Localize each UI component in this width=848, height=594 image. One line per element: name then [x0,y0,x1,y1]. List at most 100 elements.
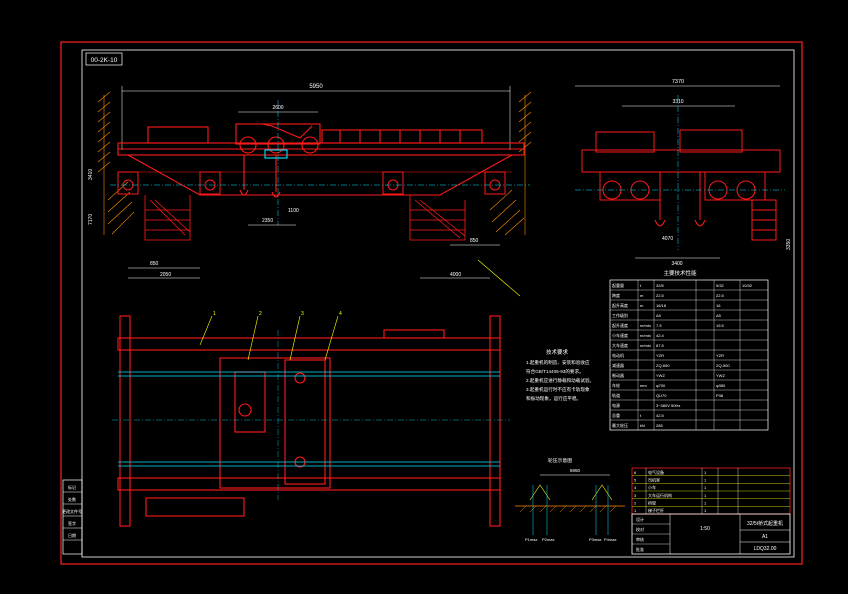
spec-cell: t [640,283,642,288]
inner-border [81,49,795,558]
spec-cell: 电动机 [612,352,624,358]
spec-cell: φ350 [716,383,726,388]
spec-cell: 16 [716,303,721,308]
plan-view: 1 2 3 4 [112,311,510,527]
spec-cell: 电源 [612,402,620,408]
centerlines-elevation [110,100,530,225]
spec-cell: m/min [640,323,651,328]
technical-requirements: 技术要求 1.起重机的制造、安装和验收应 符合GB/T14405-93的要求。 … [526,348,594,402]
parts-cell: 4 [634,485,637,490]
spec-cell: 最大轮压 [612,422,628,428]
revision-label-3: 更改文件号 [62,508,82,514]
parts-cell: 5 [634,477,637,482]
spec-cell: m [640,293,644,298]
spec-cell: A5 [716,313,722,318]
plan-leader-2: 2 [259,311,262,317]
wheel-label-4: P4max [604,537,616,542]
spec-cell: YZR [716,353,724,358]
leader-main [477,259,521,297]
spec-cell: A5 [656,313,662,318]
parts-cell: 3 [634,493,637,498]
spec-cell: 16/18 [656,303,667,308]
spec-cell: P38 [716,393,724,398]
title-stamp: 00-2K-10 [85,52,123,66]
tb-line-4: 批准 [636,546,644,552]
spec-cell: 285 [656,423,663,428]
parts-cell: 大车运行机构 [648,492,672,498]
parts-cell: 1 [704,500,707,505]
spec-cell: mm [640,383,647,388]
tb-sheet: A1 [762,534,768,540]
revision-label-1: 标记 [68,484,76,490]
spec-cell: m [640,303,644,308]
dim-hook: 1100 [288,208,299,214]
wheel-pressure-diagram: 轮压示意图 5950 P1max P2max P3max P4max [515,457,625,542]
wheel-dim: 5950 [570,468,581,473]
spec-cell: 工作级别 [612,312,628,318]
plan-leader-3: 3 [301,311,304,317]
spec-cell: 87.5 [656,343,665,348]
tech-line-1: 1.起重机的制造、安装和验收应 [526,359,590,366]
spec-cell: m/min [640,343,651,348]
spec-cell: t [640,413,642,418]
dim-side-wheelbase: 4070 [662,236,673,242]
bottom-dimensions [128,224,500,279]
plan-leader-4: 4 [339,311,342,317]
dim-side-top: 3310 [672,99,683,105]
spec-cell: YWZ [656,373,665,378]
title-stamp-text: 00-2K-10 [91,57,118,64]
spec-cell: 起升高度 [612,302,628,308]
tech-line-2: 符合GB/T14405-93的要求。 [526,368,584,375]
main-elevation-view: 5950 2600 [88,84,532,297]
spec-cell: 10/32 [742,283,753,288]
spec-rows: 起重量 t 32/5 5/32 10/32 跨度 m 22.5 22.5 起升高度 m 16/18 16… [610,280,768,430]
spec-cell: 小车速度 [612,332,628,338]
spec-cell: 32/5 [656,283,665,288]
dim-br-b: 4000 [450,272,461,278]
spec-cell: 跨度 [612,292,620,298]
revision-label-4: 签字 [68,520,76,526]
tech-line-3: 2.起重机应进行静载和动载试验。 [526,377,594,384]
spec-cell: 车轮 [612,382,620,388]
parts-cell: 1 [704,485,707,490]
dim-side-overall: 7370 [672,79,684,85]
wheel-label-1: P1max [525,537,537,542]
parts-cell: 1 [704,470,707,475]
spec-cell: 19.5 [716,323,725,328]
spec-cell: 7.5 [656,323,662,328]
spec-cell: m/min [640,333,651,338]
spec-cell: 22.5 [716,293,725,298]
tb-drawing-no: LDQ32.00 [754,546,777,552]
spec-title: 主要技术性能 [663,269,697,277]
spec-cell: 42.4 [656,333,665,338]
ladder-stairs [144,195,466,241]
parts-cell: 1 [704,493,707,498]
spec-cell: 减速器 [612,362,624,368]
parts-cell: 6 [634,470,637,475]
dim-side-bottom: 3400 [671,261,682,267]
spec-cell: 轨道 [612,392,620,398]
tb-line-3: 审核 [636,536,644,542]
revision-label-5: 日期 [68,532,76,538]
spec-cell: ZQ-500 [716,363,730,368]
dim-left-h1: 3410 [88,169,94,180]
spec-cell: ZQ-650 [656,363,670,368]
spec-cell: 5/32 [716,283,725,288]
wheel-label-3: P3max [589,537,601,542]
spec-cell: 22.5 [656,293,665,298]
parts-cell: 小车 [648,484,656,490]
plan-leader-1: 1 [213,311,216,317]
spec-cell: 起重量 [612,282,624,288]
spec-cell: YZR [656,353,664,358]
spec-table: 主要技术性能 起重量 t 32/5 5/32 10/32 跨度 m 22.5 22.5 起升高度 m… [609,269,769,431]
wall-hatch-right [489,91,532,236]
parts-cell: 2 [634,500,637,505]
spec-cell: φ700 [656,383,666,388]
revision-label-2: 处数 [68,496,76,502]
tb-name: 32/5t桥式起重机 [747,520,783,527]
dim-left-h2: 7170 [88,214,94,225]
spec-cell: 总重 [612,412,620,418]
spec-cell: YWZ [716,373,725,378]
parts-cell: 司机室 [648,476,660,482]
